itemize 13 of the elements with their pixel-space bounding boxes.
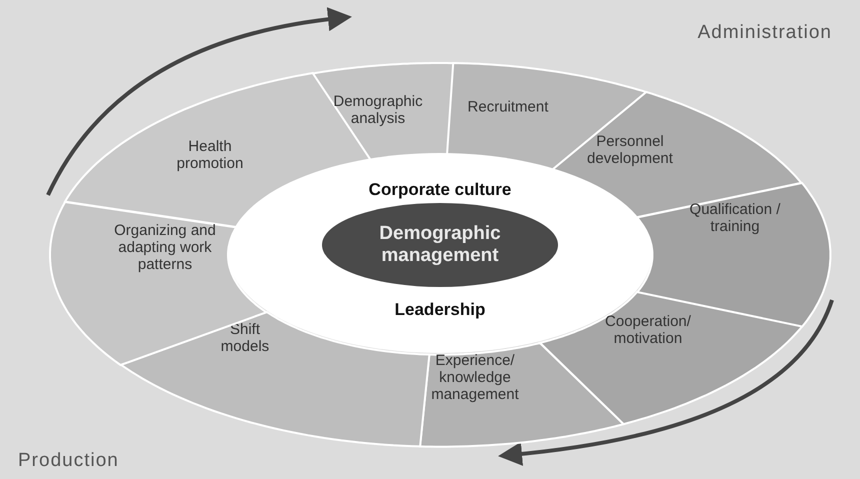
segment-label: Organizing and adapting work patterns xyxy=(113,222,217,274)
area-label: Production xyxy=(18,450,119,472)
segment-label: Cooperation/ motivation xyxy=(604,312,692,348)
segment-label: Demographic analysis xyxy=(332,92,424,128)
center-title: Demographic management xyxy=(378,223,502,267)
segment-label: Health promotion xyxy=(176,138,244,172)
segment-label: Recruitment xyxy=(466,98,550,116)
segment-label: Personnel development xyxy=(586,132,674,168)
ring-label: Corporate culture xyxy=(368,180,512,200)
ring-label: Leadership xyxy=(394,300,486,320)
segment-label: Qualification / training xyxy=(688,200,782,236)
segment-label: Experience/ knowledge management xyxy=(430,352,520,404)
area-label: Administration xyxy=(698,22,832,44)
